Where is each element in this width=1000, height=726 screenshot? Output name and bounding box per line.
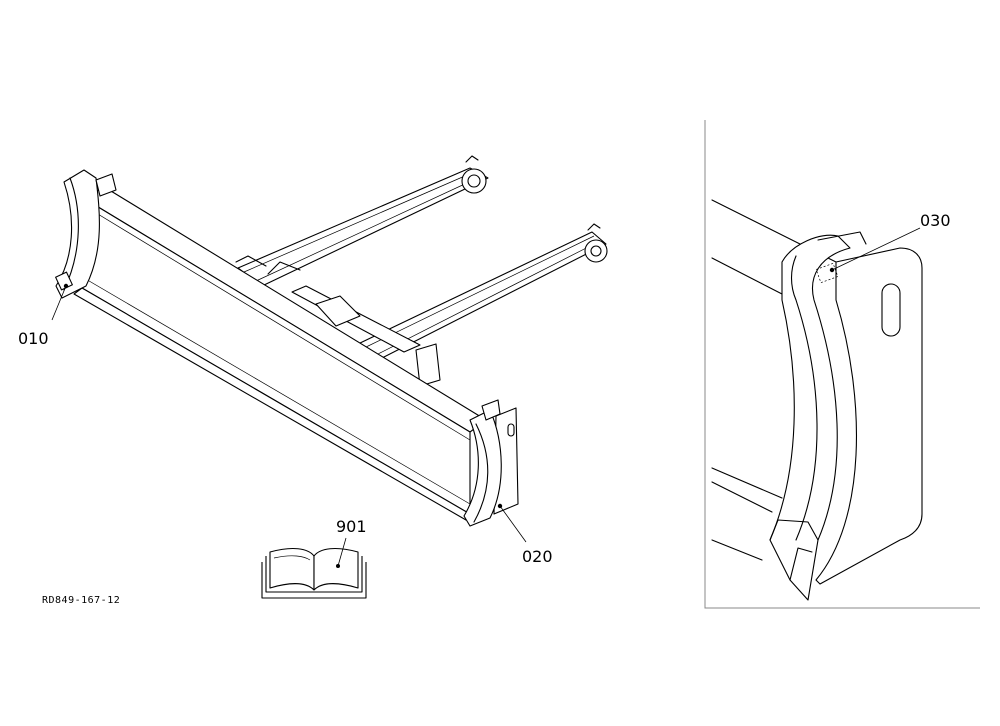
callout-010: 010 <box>18 285 67 348</box>
callout-020: 020 <box>499 505 553 566</box>
callout-label-901: 901 <box>336 517 367 536</box>
callout-label-010: 010 <box>18 329 49 348</box>
callout-label-030: 030 <box>920 211 951 230</box>
callout-label-020: 020 <box>522 547 553 566</box>
arm-cross-frame <box>235 255 441 387</box>
blade-assembly <box>55 155 608 527</box>
blade-end-plate-left <box>55 169 117 299</box>
blade-end-plate-right <box>463 399 519 527</box>
blade-body <box>73 187 487 521</box>
detail-view <box>704 120 980 609</box>
drawing-number: RD849-167-12 <box>42 595 120 606</box>
detail-frame <box>704 120 980 609</box>
open-book-icon: 901 <box>261 517 367 599</box>
slot <box>881 283 901 337</box>
push-arm-upper <box>237 155 489 287</box>
